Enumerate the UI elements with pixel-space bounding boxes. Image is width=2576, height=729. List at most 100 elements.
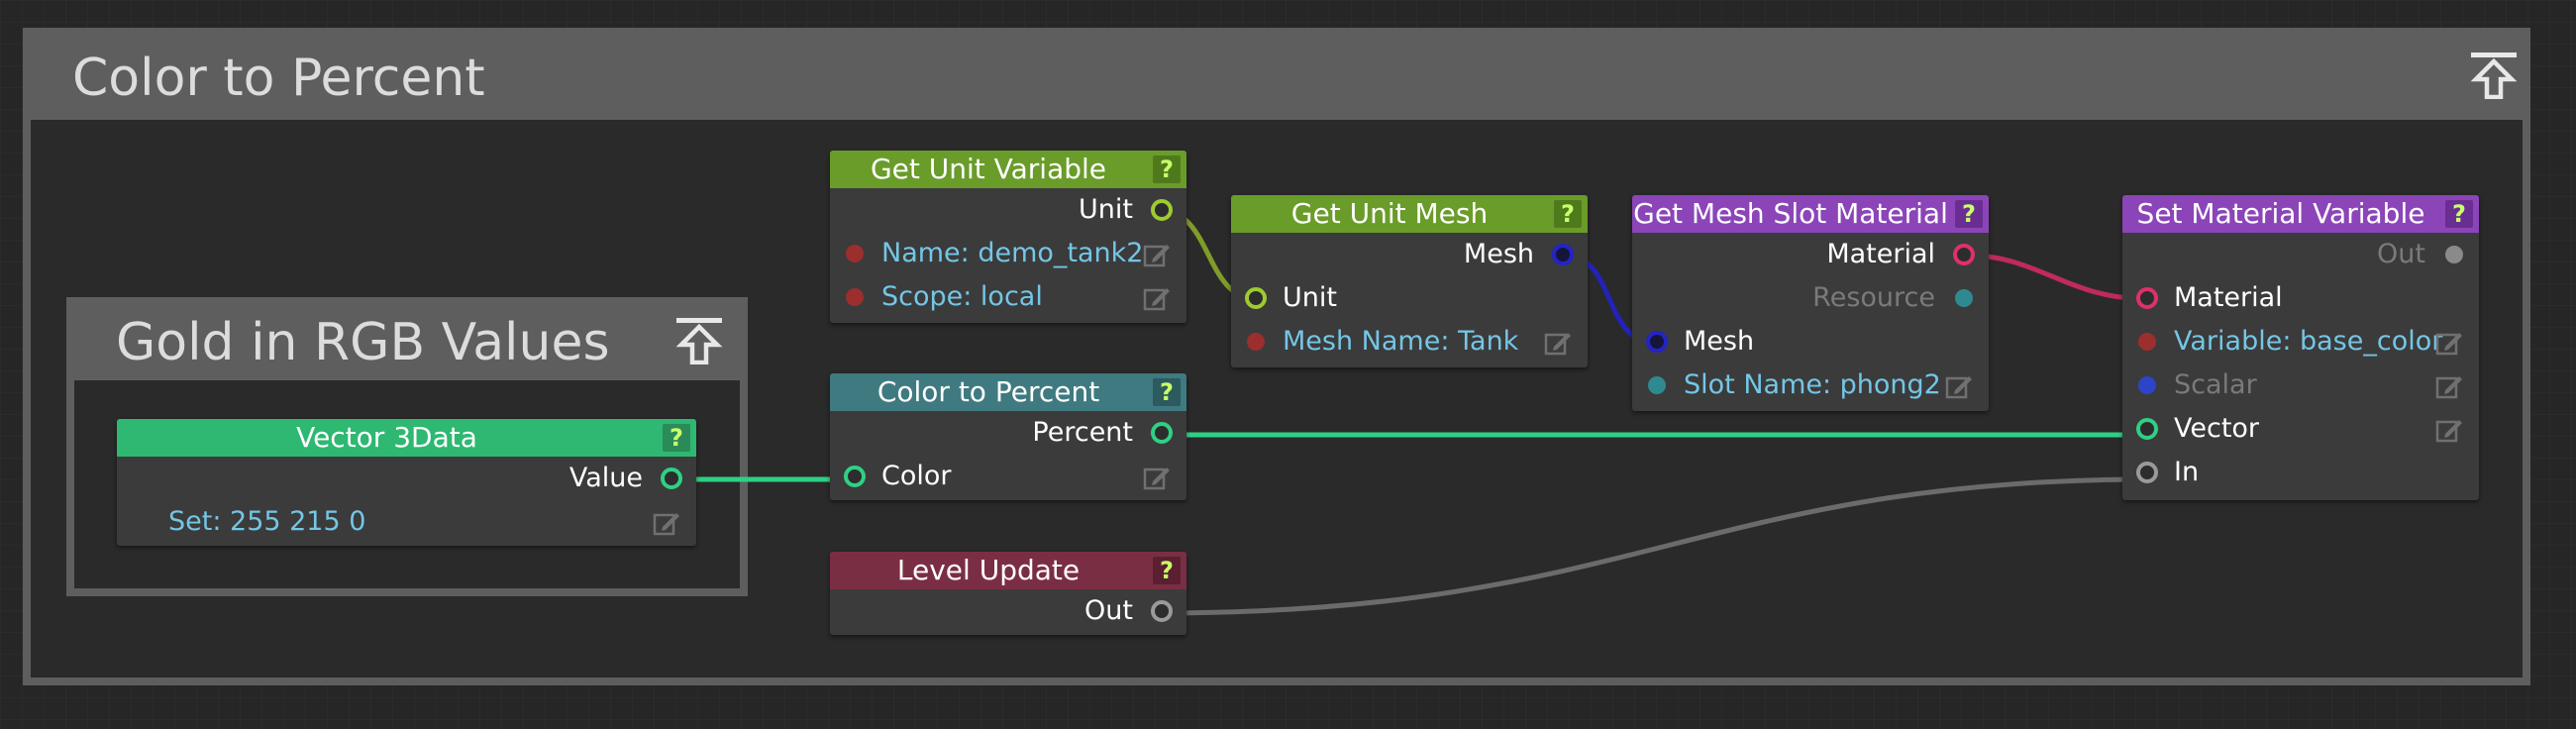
param-port[interactable] xyxy=(846,245,864,262)
output-port-out[interactable] xyxy=(2445,246,2463,263)
node-color-to-percent[interactable]: Color to Percent ? Percent Color xyxy=(830,373,1186,500)
node-header[interactable] xyxy=(830,151,1186,188)
output-label: Material xyxy=(1826,239,1935,269)
edit-icon[interactable] xyxy=(2435,373,2463,399)
output-port-resource[interactable] xyxy=(1955,289,1973,307)
input-label: Unit xyxy=(1283,282,1337,313)
input-port-mesh[interactable] xyxy=(1646,331,1668,353)
output-label: Percent xyxy=(1032,417,1133,448)
output-row-percent: Percent xyxy=(830,411,1186,455)
param-label: Name: demo_tank2 xyxy=(881,238,1144,268)
input-port-unit[interactable] xyxy=(1245,287,1267,309)
input-label: Mesh xyxy=(1684,326,1755,357)
param-label: Mesh Name: Tank xyxy=(1283,326,1519,357)
param-row-variable: Variable: base_color xyxy=(2122,320,2479,364)
node-header[interactable] xyxy=(1632,195,1989,233)
output-port-percent[interactable] xyxy=(1151,422,1173,444)
input-label: Color xyxy=(881,461,952,491)
node-vector-3data[interactable]: Vector 3Data ? Value Set: 255 215 0 xyxy=(117,419,696,546)
param-row-set: Set: 255 215 0 xyxy=(117,500,696,544)
output-port-material[interactable] xyxy=(1953,244,1975,265)
group-header[interactable] xyxy=(74,305,740,380)
collapse-group-icon[interactable] xyxy=(674,315,724,365)
edit-icon[interactable] xyxy=(1143,465,1171,490)
param-label: Variable: base_color xyxy=(2174,326,2443,357)
input-row-material: Material xyxy=(2122,276,2479,320)
edit-icon[interactable] xyxy=(2435,330,2463,356)
node-title: Vector 3Data xyxy=(296,421,477,454)
output-row-resource: Resource xyxy=(1632,276,1989,320)
param-port[interactable] xyxy=(2138,333,2156,351)
node-title: Get Unit Variable xyxy=(870,153,1107,185)
group-title: Gold in RGB Values xyxy=(116,313,610,372)
param-label: Slot Name: phong2 xyxy=(1684,369,1941,400)
group-header[interactable] xyxy=(31,36,2523,120)
input-port-in[interactable] xyxy=(2136,462,2158,483)
input-port-color[interactable] xyxy=(844,466,866,487)
output-port-value[interactable] xyxy=(661,468,682,489)
param-row-mesh-name: Mesh Name: Tank xyxy=(1231,320,1588,364)
output-label: Mesh xyxy=(1463,239,1534,269)
input-label: Vector xyxy=(2174,413,2260,444)
param-port[interactable] xyxy=(846,288,864,306)
output-row-out: Out xyxy=(2122,233,2479,276)
input-label: In xyxy=(2174,457,2200,487)
node-title: Get Mesh Slot Material xyxy=(1633,197,1948,230)
help-button[interactable]: ? xyxy=(1153,378,1181,406)
edit-icon[interactable] xyxy=(1143,242,1171,267)
node-get-unit-mesh[interactable]: Get Unit Mesh ? Mesh Unit Mesh Name: Tan… xyxy=(1231,195,1588,367)
param-row-slot-name: Slot Name: phong2 xyxy=(1632,364,1989,407)
help-button[interactable]: ? xyxy=(663,424,690,452)
node-header[interactable] xyxy=(830,373,1186,411)
edit-icon[interactable] xyxy=(1143,285,1171,311)
input-row-color: Color xyxy=(830,455,1186,498)
output-row-value: Value xyxy=(117,457,696,500)
param-row-scope: Scope: local xyxy=(830,275,1186,319)
param-port[interactable] xyxy=(1247,333,1265,351)
input-label: Material xyxy=(2174,282,2283,313)
output-row-out: Out xyxy=(830,589,1186,633)
output-label: Unit xyxy=(1079,194,1133,225)
edit-icon[interactable] xyxy=(653,510,680,536)
node-get-mesh-slot-material[interactable]: Get Mesh Slot Material ? Material Resour… xyxy=(1632,195,1989,411)
edit-icon[interactable] xyxy=(1544,330,1572,356)
help-button[interactable]: ? xyxy=(1153,156,1181,183)
node-get-unit-variable[interactable]: Get Unit Variable ? Unit Name: demo_tank… xyxy=(830,151,1186,323)
param-label: Scope: local xyxy=(881,281,1043,312)
param-label: Set: 255 215 0 xyxy=(168,506,366,537)
output-label: Out xyxy=(2377,239,2425,269)
input-row-unit: Unit xyxy=(1231,276,1588,320)
output-label: Value xyxy=(568,463,643,493)
help-button[interactable]: ? xyxy=(2445,200,2473,228)
input-port-vector[interactable] xyxy=(2136,418,2158,440)
edit-icon[interactable] xyxy=(1945,373,1973,399)
output-port-unit[interactable] xyxy=(1151,199,1173,221)
help-button[interactable]: ? xyxy=(1554,200,1582,228)
help-button[interactable]: ? xyxy=(1153,557,1181,584)
input-port-material[interactable] xyxy=(2136,287,2158,309)
node-header[interactable] xyxy=(830,552,1186,589)
node-header[interactable] xyxy=(1231,195,1588,233)
node-title: Get Unit Mesh xyxy=(1290,197,1489,230)
input-row-in: In xyxy=(2122,451,2479,494)
output-port-mesh[interactable] xyxy=(1552,244,1574,265)
output-port-out[interactable] xyxy=(1151,600,1173,622)
node-header[interactable] xyxy=(2122,195,2479,233)
input-row-scalar: Scalar xyxy=(2122,364,2479,407)
node-level-update[interactable]: Level Update ? Out xyxy=(830,552,1186,635)
edit-icon[interactable] xyxy=(2435,417,2463,443)
node-title: Set Material Variable xyxy=(2136,197,2425,230)
collapse-group-icon[interactable] xyxy=(2469,50,2519,100)
node-set-material-variable[interactable]: Set Material Variable ? Out Material Var… xyxy=(2122,195,2479,500)
output-row-mesh: Mesh xyxy=(1231,233,1588,276)
input-row-vector: Vector xyxy=(2122,407,2479,451)
help-button[interactable]: ? xyxy=(1955,200,1983,228)
node-header[interactable] xyxy=(117,419,696,457)
input-port-scalar[interactable] xyxy=(2138,376,2156,394)
output-label: Resource xyxy=(1812,282,1935,313)
param-port[interactable] xyxy=(1648,376,1666,394)
output-label: Out xyxy=(1084,595,1133,626)
output-row-unit: Unit xyxy=(830,188,1186,232)
input-label: Scalar xyxy=(2174,369,2257,400)
node-title: Color to Percent xyxy=(876,375,1100,408)
